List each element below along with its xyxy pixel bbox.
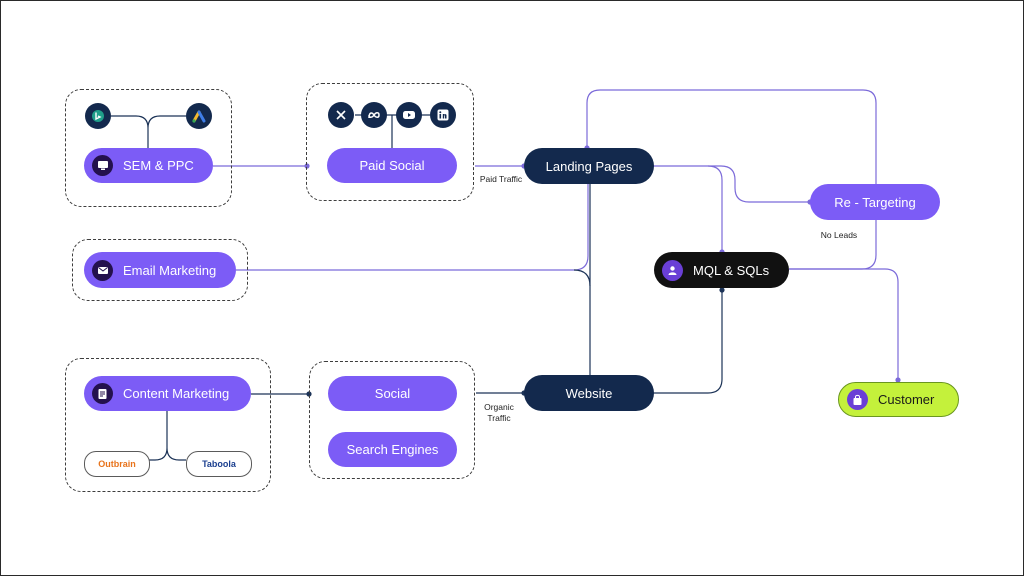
social-node[interactable]: Social (328, 376, 457, 411)
shopping-bag-icon (847, 389, 868, 410)
person-icon (662, 259, 683, 281)
linkedin-icon (430, 102, 456, 128)
email-group (72, 239, 248, 301)
sem-ppc-node[interactable]: SEM & PPC (84, 148, 213, 183)
no-leads-label: No Leads (820, 230, 858, 240)
envelope-icon (92, 259, 113, 281)
outbrain-logo-text: Outbrain (98, 459, 136, 469)
email-marketing-node[interactable]: Email Marketing (84, 252, 236, 288)
website-node[interactable]: Website (524, 375, 654, 411)
email-marketing-label: Email Marketing (123, 262, 217, 278)
paid-social-node[interactable]: Paid Social (327, 148, 457, 183)
re-targeting-node[interactable]: Re - Targeting (810, 184, 940, 220)
document-icon (92, 383, 113, 404)
youtube-icon (396, 102, 422, 128)
x-icon (328, 102, 354, 128)
google-ads-icon (186, 103, 212, 129)
outbrain-logo: Outbrain (84, 451, 150, 477)
organic-group (309, 361, 475, 479)
content-marketing-node[interactable]: Content Marketing (84, 376, 251, 411)
landing-pages-node[interactable]: Landing Pages (524, 148, 654, 184)
taboola-logo: Taboola (186, 451, 252, 477)
monitor-icon (92, 155, 113, 176)
mql-sqls-node[interactable]: MQL & SQLs (654, 252, 789, 288)
taboola-logo-text: Taboola (202, 459, 236, 469)
organic-traffic-label: Organic Traffic (484, 402, 514, 423)
sem-ppc-label: SEM & PPC (123, 158, 194, 173)
meta-icon (361, 102, 387, 128)
content-group (65, 358, 271, 492)
search-engines-node[interactable]: Search Engines (328, 432, 457, 467)
bing-icon (85, 103, 111, 129)
customer-label: Customer (878, 392, 935, 407)
paid-social-group (306, 83, 474, 201)
paid-traffic-label: Paid Traffic (479, 174, 523, 184)
customer-node[interactable]: Customer (838, 382, 959, 417)
mql-sqls-label: MQL & SQLs (693, 262, 770, 278)
content-marketing-label: Content Marketing (123, 386, 230, 401)
sem-group (65, 89, 232, 207)
